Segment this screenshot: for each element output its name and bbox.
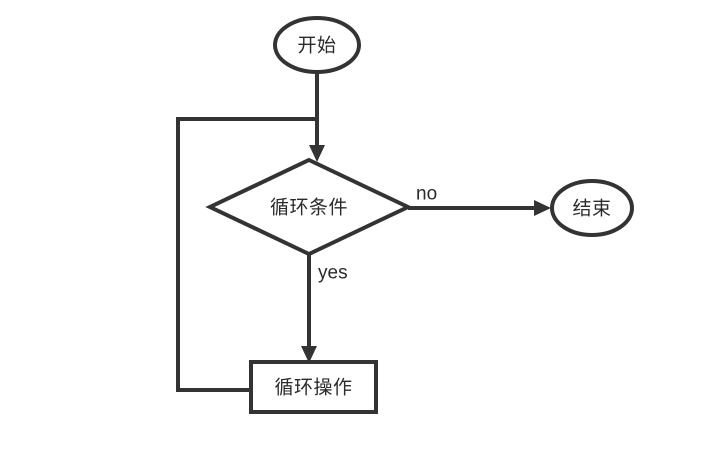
- edge-condition-to-end: no: [408, 184, 551, 216]
- edge-operation-to-condition-path: [176, 117, 317, 392]
- edge-label-no: no: [416, 184, 437, 205]
- end-ellipse-shape[interactable]: [550, 179, 634, 237]
- edge-start-to-condition: [309, 72, 325, 162]
- operation-rect-shape[interactable]: [249, 360, 378, 414]
- arrowhead-into-condition: [309, 145, 325, 162]
- condition-label: 循环条件: [270, 197, 348, 219]
- node-end[interactable]: 结束: [550, 179, 634, 237]
- start-label: 开始: [297, 35, 336, 57]
- operation-label: 循环操作: [274, 377, 352, 399]
- arrowhead-into-operation: [301, 346, 317, 363]
- end-label: 结束: [572, 198, 611, 220]
- node-start[interactable]: 开始: [273, 16, 361, 74]
- condition-diamond-shape[interactable]: [205, 157, 413, 257]
- edge-condition-to-operation: yes: [301, 254, 348, 363]
- node-condition[interactable]: 循环条件: [205, 157, 413, 257]
- arrowhead-into-end: [534, 200, 551, 216]
- edge-label-yes: yes: [318, 263, 348, 284]
- node-operation[interactable]: 循环操作: [249, 360, 378, 414]
- start-ellipse-shape[interactable]: [273, 16, 361, 74]
- edge-operation-to-condition: [176, 117, 317, 392]
